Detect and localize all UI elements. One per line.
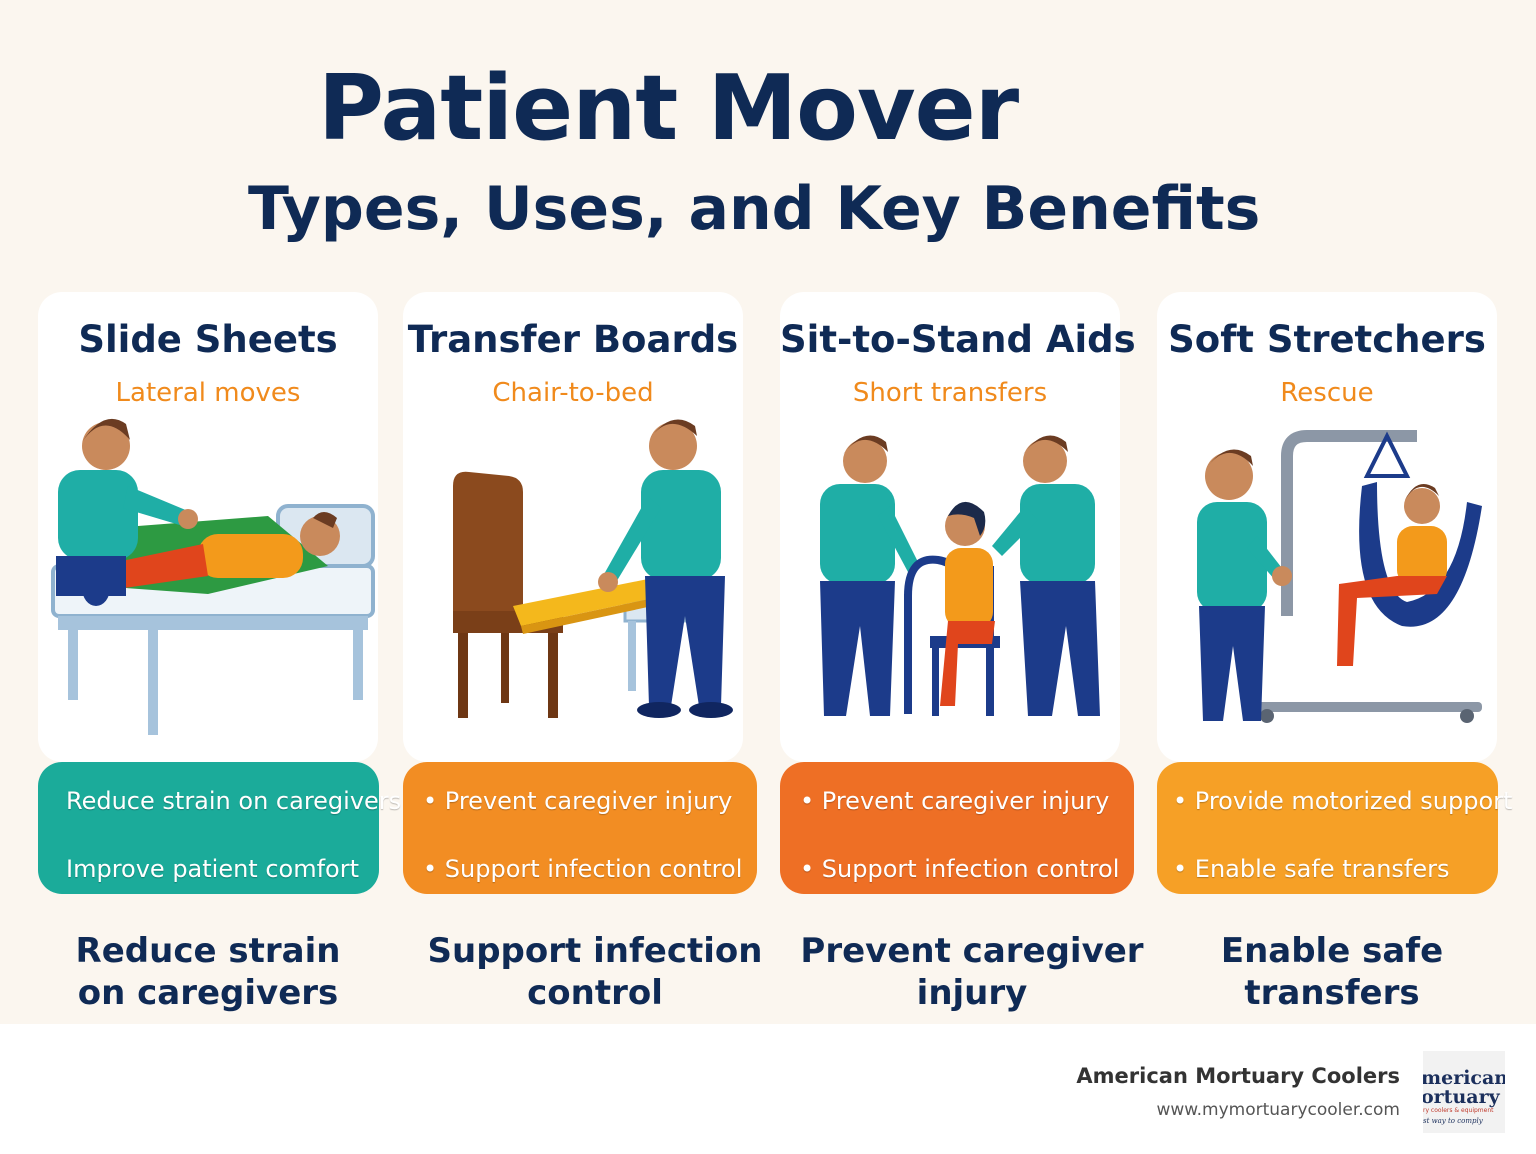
- chair-icon: [453, 471, 563, 718]
- benefit-item: Improve patient comfort: [66, 855, 360, 883]
- card-title: Soft Stretchers: [1168, 318, 1486, 361]
- page-subtitle: Types, Uses, and Key Benefits: [248, 174, 1261, 244]
- card-footer-transfer-boards: Support infection control: [403, 930, 787, 1014]
- footer-line: injury: [916, 973, 1028, 1013]
- benefit-item: • Prevent caregiver injury: [800, 787, 1110, 815]
- benefit-pill-sit-to-stand: • Prevent caregiver injury • Support inf…: [780, 762, 1134, 894]
- patient-lift-icon: [1257, 430, 1482, 723]
- page-title: Patient Mover: [318, 56, 1019, 161]
- footer-line: Prevent caregiver: [800, 931, 1144, 971]
- card-transfer-boards: Transfer Boards Chair-to-bed: [403, 292, 743, 762]
- card-title: Transfer Boards: [407, 318, 739, 361]
- card-use: Lateral moves: [115, 378, 301, 408]
- benefit-pill-transfer-boards: • Prevent caregiver injury • Support inf…: [403, 762, 757, 894]
- brand-name: American Mortuary Coolers: [1076, 1064, 1400, 1088]
- caregiver-icon: [1197, 449, 1292, 721]
- footer-line: on caregivers: [77, 973, 339, 1013]
- card-soft-stretchers: Soft Stretchers Rescue: [1157, 292, 1497, 762]
- caregiver-right-icon: [992, 435, 1100, 716]
- benefit-pill-slide-sheets: Reduce strain on caregivers Improve pati…: [38, 762, 402, 894]
- caregiver-icon: [56, 418, 198, 596]
- brand-logo: merican ortuary ry coolers & equipment s…: [1423, 1051, 1505, 1133]
- card-footer-slide-sheets: Reduce strain on caregivers: [38, 930, 378, 1014]
- benefit-item: Reduce strain on caregivers: [66, 787, 402, 815]
- footer-line: Support infection: [427, 931, 763, 971]
- soft-stretcher-illustration: [1197, 430, 1482, 723]
- benefit-item: • Enable safe transfers: [1173, 855, 1450, 883]
- benefit-item: • Prevent caregiver injury: [423, 787, 733, 815]
- card-use: Chair-to-bed: [492, 378, 654, 408]
- caregiver-icon: [598, 419, 733, 718]
- caregiver-left-icon: [820, 435, 920, 716]
- patient-icon: [1337, 484, 1447, 666]
- slide-sheet-illustration: [51, 418, 375, 735]
- card-footer-soft-stretchers: Enable safe transfers: [1162, 930, 1502, 1014]
- logo-line: merican: [1423, 1067, 1505, 1089]
- footer-line: Reduce strain: [75, 931, 341, 971]
- transfer-board-icon: [513, 576, 673, 634]
- card-footer-sit-to-stand: Prevent caregiver injury: [790, 930, 1154, 1014]
- brand-url[interactable]: www.mymortuarycooler.com: [1156, 1100, 1400, 1120]
- card-title: Slide Sheets: [78, 318, 338, 361]
- transfer-board-illustration: [453, 419, 733, 718]
- sit-to-stand-illustration: [820, 435, 1100, 716]
- benefit-item: • Support infection control: [800, 855, 1120, 883]
- patient-icon: [940, 501, 995, 706]
- card-sit-to-stand-aids: Sit-to-Stand Aids Short transfers: [780, 292, 1136, 762]
- benefit-pill-soft-stretchers: • Provide motorized support • Enable saf…: [1157, 762, 1513, 894]
- logo-line: st way to comply: [1423, 1117, 1483, 1125]
- infographic: Patient Mover Types, Uses, and Key Benef…: [0, 0, 1536, 1024]
- benefit-item: • Provide motorized support: [1173, 787, 1513, 815]
- card-title: Sit-to-Stand Aids: [780, 318, 1136, 361]
- footer-line: transfers: [1244, 973, 1420, 1013]
- card-use: Rescue: [1280, 378, 1374, 408]
- footer-line: control: [527, 973, 663, 1013]
- benefit-item: • Support infection control: [423, 855, 743, 883]
- card-slide-sheets: Slide Sheets Lateral moves: [38, 292, 378, 762]
- logo-line: ortuary: [1423, 1086, 1500, 1108]
- card-use: Short transfers: [852, 378, 1048, 408]
- logo-line: ry coolers & equipment: [1423, 1107, 1494, 1114]
- footer-line: Enable safe: [1220, 931, 1444, 971]
